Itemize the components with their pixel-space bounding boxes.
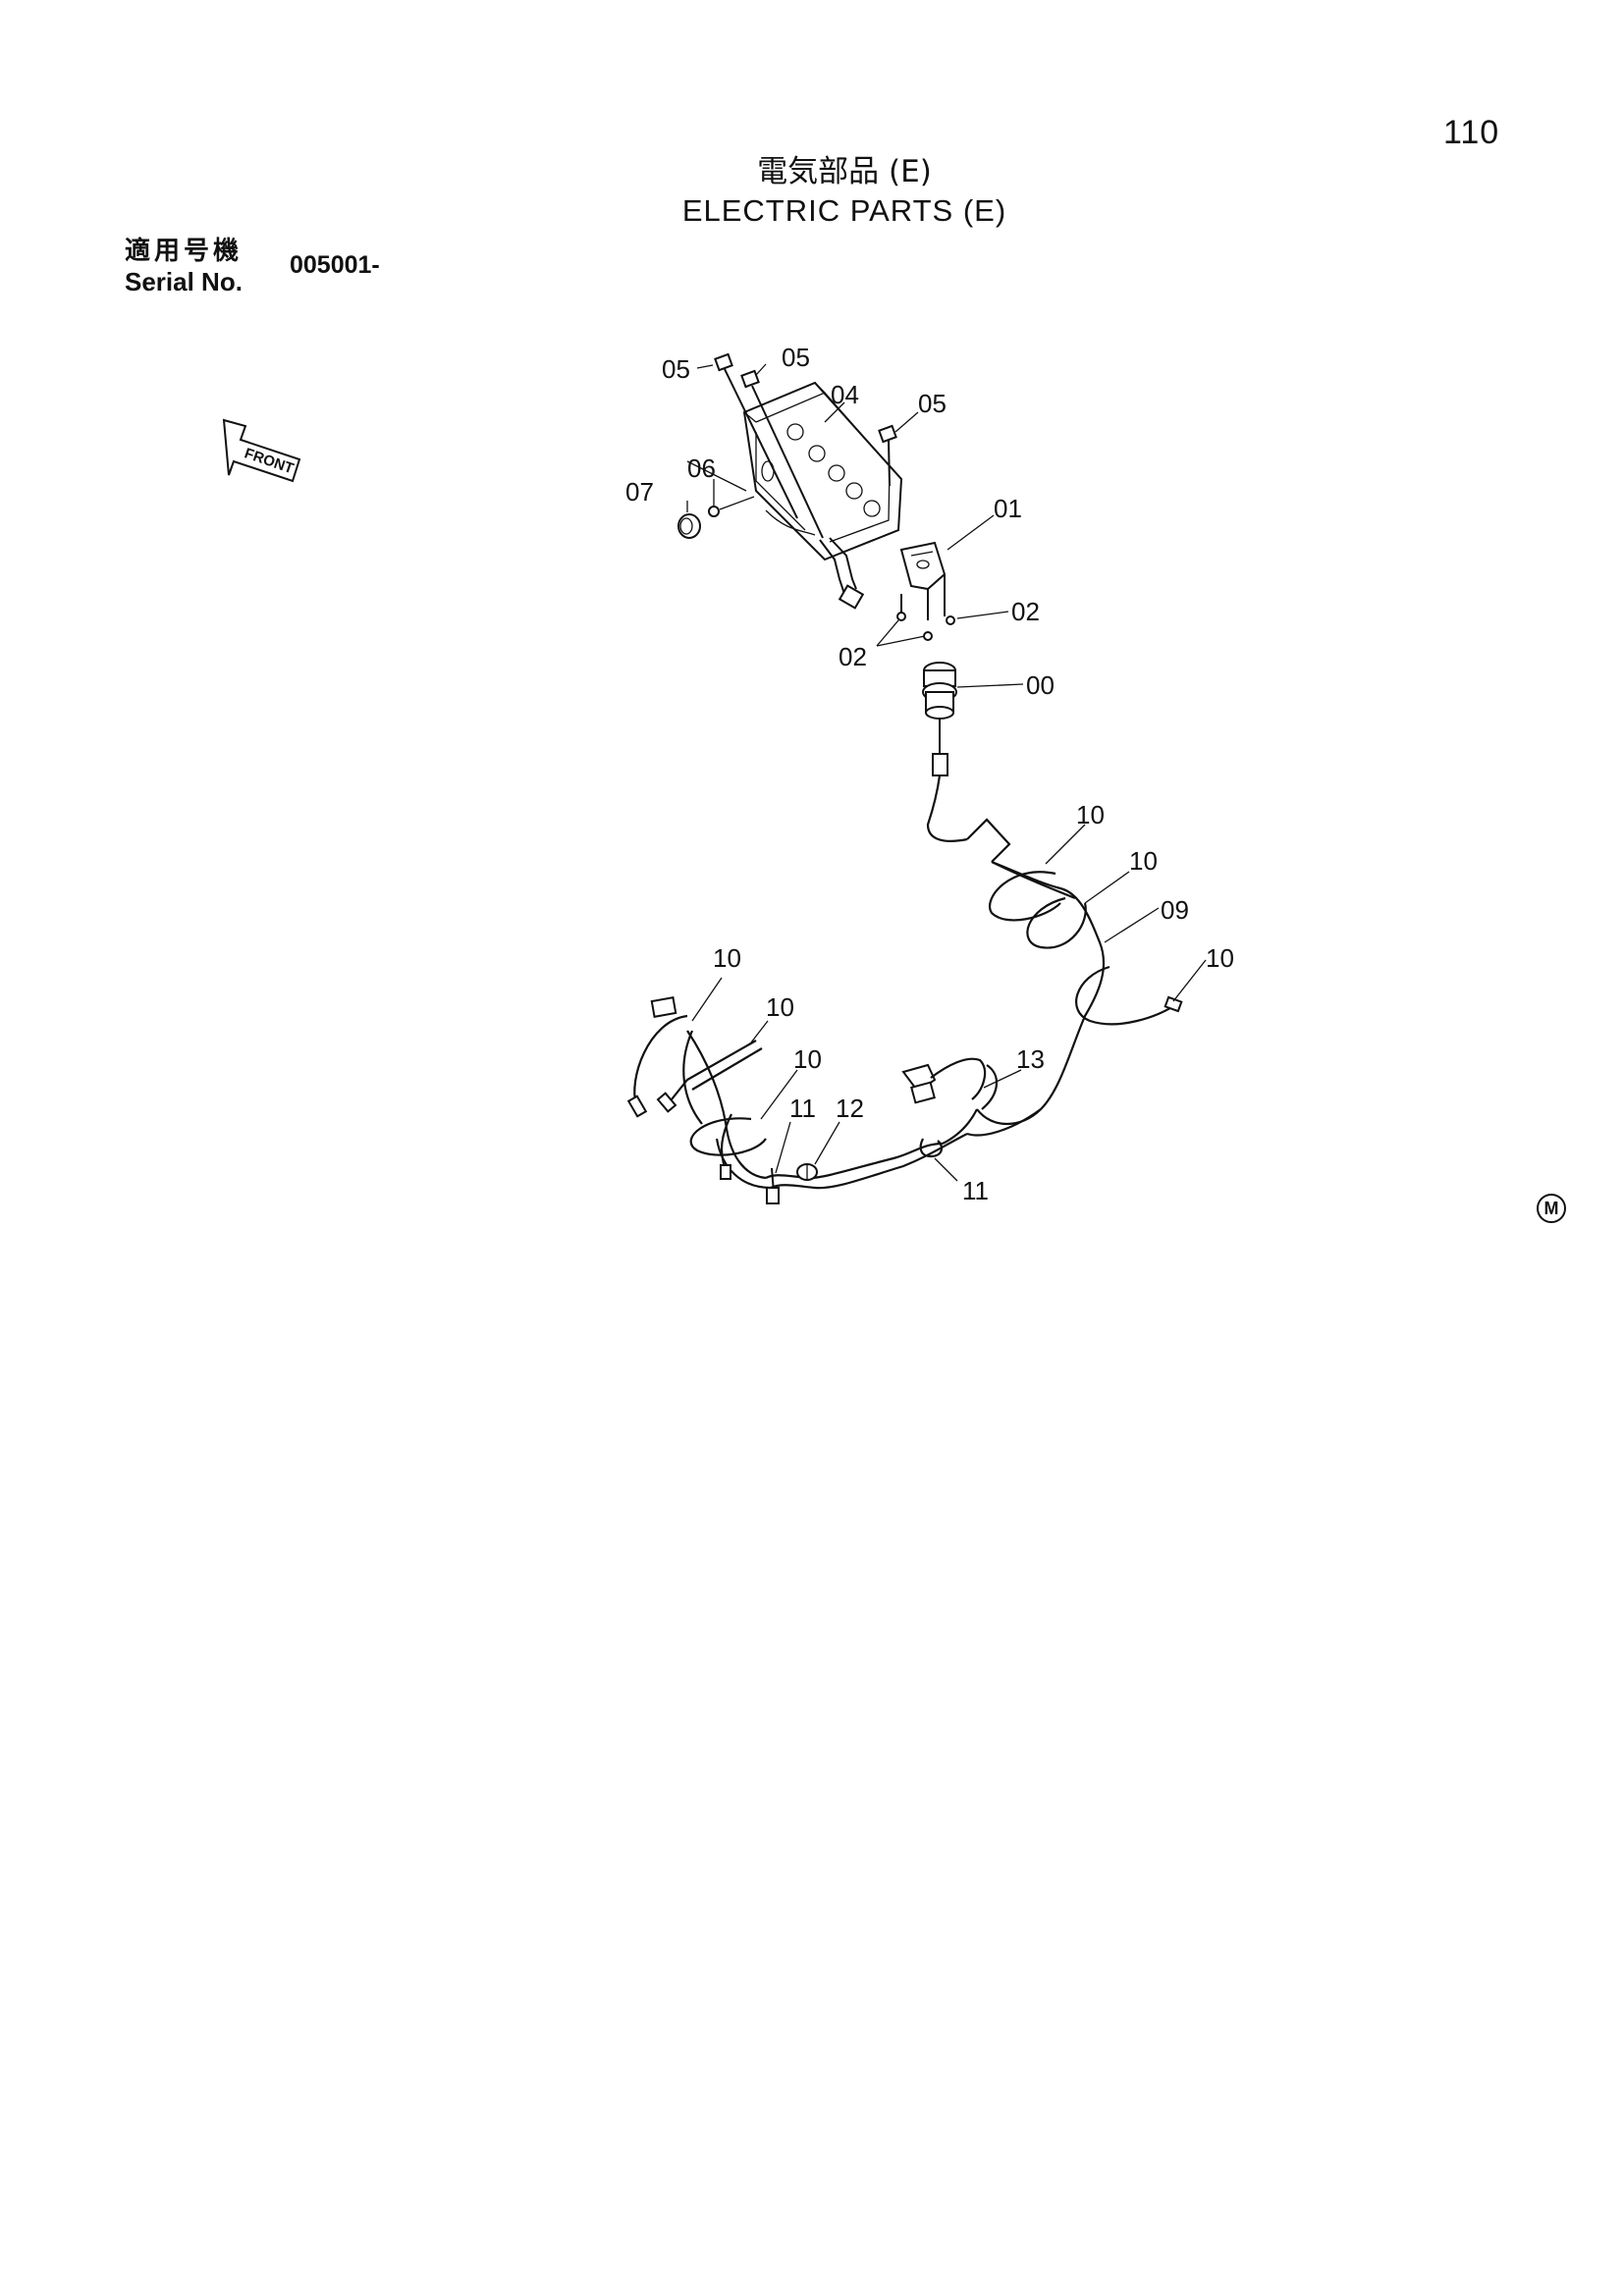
screw-06-icon: [708, 496, 755, 517]
monitor-panel: [686, 381, 903, 610]
callout-09: 09: [1161, 895, 1189, 925]
callout-12: 12: [836, 1094, 864, 1123]
bracket-12-icon: [796, 1163, 818, 1181]
bolt-02-left-icon: [896, 594, 906, 621]
clip-11-right-icon: [919, 1138, 944, 1158]
clamp-10-right-icon: [1075, 965, 1183, 1026]
callout-07: 07: [625, 477, 654, 507]
title-english: ELECTRIC PARTS (E): [681, 193, 1007, 228]
screw-05-right-icon: [878, 424, 897, 487]
clamp-10-left-b-icon: [656, 1040, 763, 1113]
serial-label: 適用号機 Serial No.: [125, 236, 243, 296]
page-number: 110: [1443, 114, 1500, 151]
front-arrow-icon: FRONT: [222, 418, 301, 483]
callout-10-upper-a: 10: [1076, 800, 1105, 829]
connector-13-icon: [901, 1057, 998, 1110]
title-japanese: 電気部品 (E): [757, 154, 932, 189]
wire-harness-left: [686, 1030, 968, 1190]
bolt-02-middle-icon: [923, 589, 933, 641]
callout-10-left-c: 10: [793, 1044, 822, 1074]
callout-02-right: 02: [1011, 597, 1040, 626]
callout-11-right: 11: [962, 1176, 989, 1205]
callout-13: 13: [1016, 1044, 1045, 1074]
callout-10-left-b: 10: [766, 992, 794, 1022]
serial-label-japanese: 適用号機: [125, 237, 244, 266]
callout-05-right: 05: [918, 389, 947, 418]
callout-04: 04: [831, 380, 859, 409]
callout-10-right: 10: [1206, 943, 1234, 973]
callout-00: 00: [1026, 670, 1055, 700]
callout-05-left: 05: [662, 354, 690, 384]
clamp-10-upper-b-icon: [1026, 896, 1087, 949]
page-title: 電気部品 (E) ELECTRIC PARTS (E): [550, 152, 1139, 231]
clamp-10-upper-a-icon: [989, 871, 1061, 922]
callout-05-middle: 05: [782, 343, 810, 372]
serial-label-english: Serial No.: [125, 267, 243, 296]
cap-07-icon: [677, 513, 701, 539]
wire-harness-09: [926, 753, 1106, 1145]
callout-10-left-a: 10: [713, 943, 741, 973]
clamp-10-left-a-icon: [626, 996, 703, 1125]
switch-00: [922, 662, 957, 754]
bracket-01: [899, 541, 947, 591]
screw-05-middle-icon: [740, 369, 824, 539]
model-mark-icon: M: [1537, 1194, 1566, 1223]
screw-05-left-icon: [714, 352, 798, 519]
clip-11-left-icon: [766, 1167, 780, 1204]
callout-11-left: 11: [789, 1094, 816, 1123]
callout-01: 01: [994, 494, 1022, 523]
clamp-10-left-c-icon: [689, 1113, 767, 1180]
callout-02-left: 02: [839, 642, 867, 671]
callout-06: 06: [687, 454, 716, 483]
callout-10-upper-b: 10: [1129, 846, 1158, 876]
leader-lines: [686, 363, 1207, 1182]
serial-value: 005001-: [290, 251, 380, 279]
bolt-02-right-icon: [944, 575, 955, 625]
